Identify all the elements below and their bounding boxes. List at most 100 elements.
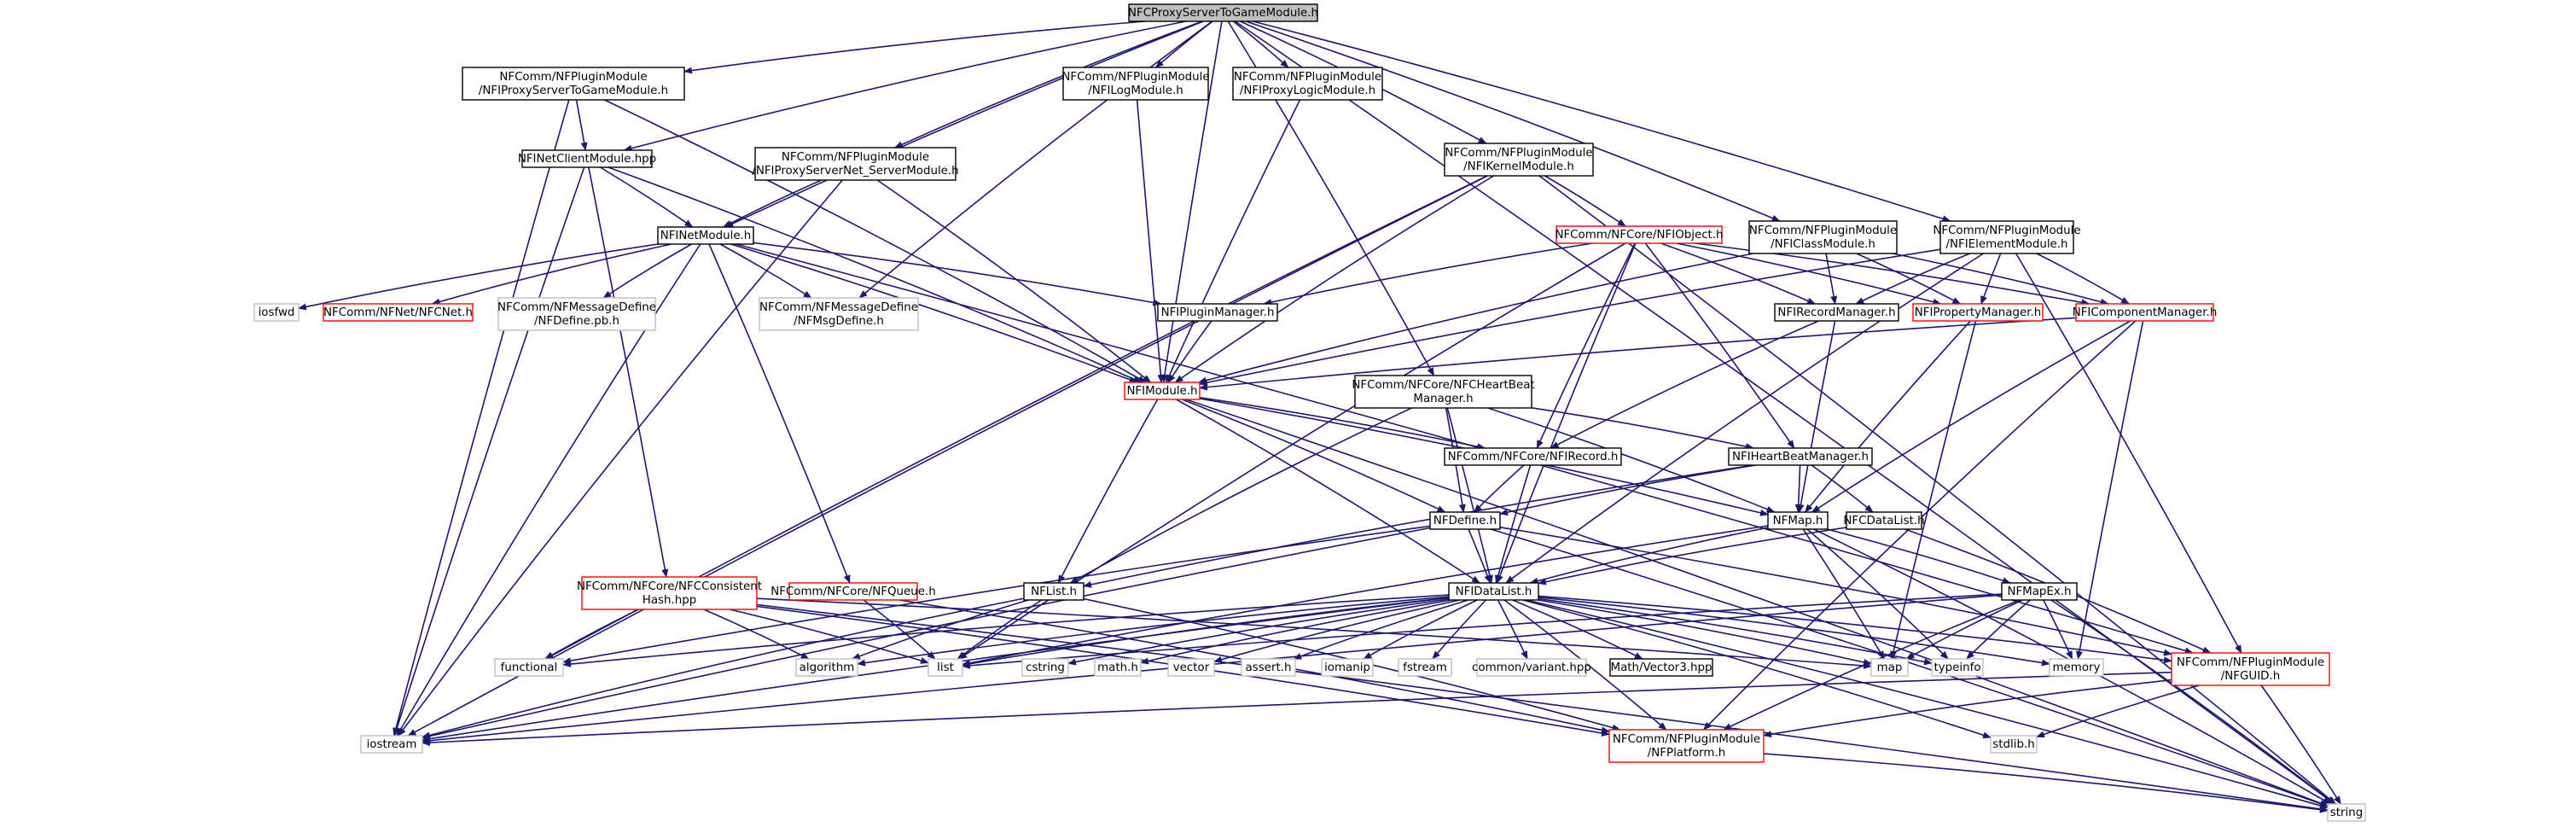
node-nfnet[interactable]: NFComm/NFNet/NFCNet.h (323, 303, 474, 322)
edge-datalist-to-typeinfo (1538, 597, 1933, 666)
edge-iheartbeat-to-nflist (1083, 464, 1753, 588)
node-nflist[interactable]: NFList.h (1023, 582, 1084, 601)
edge-nfmap-to-mapex (1826, 528, 2011, 584)
node-box-irecord (1444, 447, 1622, 466)
edge-imodule-to-datalist (1176, 399, 1480, 584)
edge-mapex-to-list (962, 593, 2003, 669)
edge-datalist-to-string (1526, 599, 2329, 809)
node-box-pluginManager (1157, 303, 1278, 322)
edge-nfdefine-to-iostream (422, 527, 1431, 740)
edge-iobject-to-irecord (1536, 242, 1636, 449)
edge-heartBeat-to-iheartbeat (1531, 407, 1754, 451)
edge-irecord-to-nfdefine (1473, 464, 1525, 513)
node-mathh: math.h (1094, 658, 1142, 677)
node-box-logModule (1062, 67, 1209, 101)
node-propertyManager[interactable]: NFIPropertyManager.h (1912, 303, 2044, 322)
node-iosfwd: iosfwd (253, 303, 299, 322)
node-proxyLogic[interactable]: NFComm/NFPluginModule/NFIProxyLogicModul… (1232, 67, 1383, 101)
edge-root-to-elementModule (1253, 20, 1951, 223)
node-box-proxyLogic (1232, 67, 1383, 101)
node-label-kernel-line2: /NFIKernelModule.h (1463, 160, 1574, 173)
edge-iobject-to-iheartbeat (1644, 242, 1795, 449)
node-classModule[interactable]: NFComm/NFPluginModule/NFIClassModule.h (1748, 220, 1898, 254)
edge-guid-to-iostream (422, 671, 2172, 747)
node-label-stdlib: stdlib.h (1992, 738, 2034, 751)
node-box-nfdefine (1429, 511, 1501, 530)
node-box-iheartbeat (1728, 447, 1873, 466)
node-elementModule[interactable]: NFComm/NFPluginModule/NFIElementModule.h (1933, 220, 2081, 254)
node-label-iomanip: iomanip (1324, 661, 1370, 674)
node-label-platform-line2: /NFPlatform.h (1648, 747, 1725, 760)
node-netClient[interactable]: NFINetClientModule.hpp (518, 149, 656, 168)
node-netModule[interactable]: NFINetModule.h (657, 226, 754, 245)
node-box-netClient (521, 149, 653, 168)
edge-propertyManager-to-nfmap (1804, 320, 1971, 513)
node-box-vector3 (1609, 658, 1713, 677)
node-string: string (2327, 803, 2366, 822)
edge-nfdefine-to-functional (562, 525, 1431, 665)
edge-irecord-to-datalist (1494, 464, 1532, 584)
node-label-imodule: NFIModule.h (1126, 385, 1197, 398)
node-label-typeinfo: typeinfo (1933, 661, 1980, 674)
edge-netClient-to-iostream (393, 166, 585, 737)
edge-netModule-to-nfdefinepb (602, 243, 692, 299)
node-label-elementModule-line1: NFComm/NFPluginModule (1933, 224, 2080, 237)
node-label-functional: functional (501, 661, 558, 674)
edge-guid-to-stdlib (2036, 684, 2200, 738)
node-box-classModule (1748, 220, 1898, 254)
node-box-proxyToGame (462, 67, 685, 101)
node-box-nflist (1023, 582, 1084, 601)
edge-root-to-classModule (1245, 20, 1781, 222)
edge-nfdefine-to-datalist (1468, 528, 1492, 584)
edge-root-to-proxyServerNet (893, 20, 1203, 149)
node-box-queue (788, 582, 918, 601)
edge-mapex-to-typeinfo (1966, 599, 2031, 660)
node-root[interactable]: NFCProxyServerToGameModule.h (1128, 3, 1318, 22)
node-imodule[interactable]: NFIModule.h (1124, 382, 1201, 400)
node-proxyToGame[interactable]: NFComm/NFPluginModule/NFIProxyServerToGa… (462, 67, 685, 101)
node-iobject[interactable]: NFComm/NFCore/NFIObject.h (1555, 225, 1724, 244)
node-box-platform (1608, 729, 1765, 763)
node-kernel[interactable]: NFComm/NFPluginModule/NFIKernelModule.h (1444, 143, 1594, 177)
node-box-list (927, 658, 963, 677)
node-proxyServerNet[interactable]: NFComm/NFPluginModule/NFIProxyServerNet_… (752, 147, 959, 181)
node-nfmap[interactable]: NFMap.h (1767, 511, 1829, 530)
node-label-irecord: NFComm/NFCore/NFIRecord.h (1448, 451, 1619, 463)
node-box-iosfwd (253, 303, 299, 322)
node-queue[interactable]: NFComm/NFCore/NFQueue.h (770, 582, 936, 601)
node-label-root: NFCProxyServerToGameModule.h (1128, 7, 1318, 20)
node-label-classModule-line1: NFComm/NFPluginModule (1749, 224, 1897, 237)
node-guid[interactable]: NFComm/NFPluginModule/NFGUID.h (2171, 652, 2330, 686)
edge-elementModule-to-propertyManager (1980, 253, 2002, 305)
node-recordManager[interactable]: NFIRecordManager.h (1774, 303, 1899, 322)
edge-netClient-to-consistent (588, 166, 669, 578)
node-logModule[interactable]: NFComm/NFPluginModule/NFILogModule.h (1061, 67, 1210, 101)
node-pluginManager[interactable]: NFIPluginManager.h (1157, 303, 1278, 322)
node-vector3[interactable]: Math/Vector3.hpp (1609, 658, 1713, 677)
node-mapex[interactable]: NFMapEx.h (2001, 582, 2078, 601)
edge-nfmap-to-datalist (1529, 527, 1769, 585)
node-label-map: map (1877, 661, 1903, 674)
node-platform[interactable]: NFComm/NFPluginModule/NFPlatform.h (1608, 729, 1765, 763)
node-irecord[interactable]: NFComm/NFCore/NFIRecord.h (1444, 447, 1622, 466)
node-box-kernel (1444, 143, 1594, 177)
node-datalistC[interactable]: NFCDataList.h (1843, 511, 1925, 530)
edge-iheartbeat-to-nfdefine (1499, 464, 1756, 516)
node-datalist[interactable]: NFIDataList.h (1448, 582, 1539, 601)
node-nfdefine[interactable]: NFDefine.h (1429, 511, 1501, 530)
edge-datalist-to-memory (1538, 597, 2050, 667)
node-componentManager[interactable]: NFIComponentManager.h (2073, 303, 2218, 322)
edge-propertyManager-to-map (1890, 320, 1977, 660)
edge-nflist-to-iostream (422, 597, 1025, 739)
node-iheartbeat[interactable]: NFIHeartBeatManager.h (1728, 447, 1873, 466)
edge-root-to-msgdefine (858, 20, 1213, 299)
node-label-iobject: NFComm/NFCore/NFIObject.h (1555, 229, 1723, 242)
node-box-datalistC (1846, 511, 1922, 530)
edge-consistent-to-map (756, 597, 1872, 670)
node-label-iostream: iostream (367, 738, 417, 751)
node-list: list (927, 658, 963, 677)
node-label-mathh: math.h (1097, 661, 1138, 674)
edge-datalist-to-functional (562, 594, 1450, 668)
